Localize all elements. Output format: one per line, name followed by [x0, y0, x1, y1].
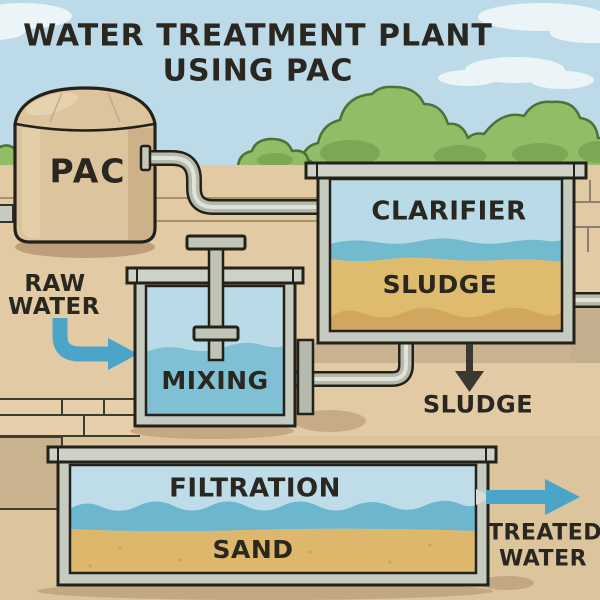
treated-water-label-line2: WATER	[498, 546, 588, 572]
raw-water-label-line1: RAW	[24, 270, 86, 297]
clarifier-label: CLARIFIER	[371, 196, 527, 227]
clarifier-sludge-layer-label: SLUDGE	[382, 269, 498, 299]
filtration-label: FILTRATION	[169, 473, 341, 504]
mixer-stirrer-icon	[185, 234, 247, 362]
filtration-tank	[46, 445, 498, 587]
diagram-title-line2: USING PAC	[162, 53, 354, 89]
mixing-to-clarifier-pipe	[296, 340, 414, 387]
filtration-sand-layer-label: SAND	[212, 534, 294, 564]
raw-water-label-line2: WATER	[8, 293, 100, 320]
treated-water-label-line1: TREATED	[487, 520, 600, 546]
sludge-outlet-label: SLUDGE	[422, 390, 534, 419]
clouds	[0, 3, 600, 89]
clarifier-tank	[304, 161, 588, 345]
clarifier-left-leg	[296, 338, 315, 416]
mixing-tank-label: MIXING	[161, 365, 269, 395]
treated-water-arrow-icon	[486, 479, 580, 515]
pac-dosing-pipe	[139, 144, 332, 215]
diagram-title-line1: WATER TREATMENT PLANT	[23, 18, 493, 54]
raw-water-arrow-icon	[52, 318, 138, 370]
sludge-arrow-icon	[455, 344, 484, 392]
pac-tank-label: PAC	[49, 151, 127, 191]
